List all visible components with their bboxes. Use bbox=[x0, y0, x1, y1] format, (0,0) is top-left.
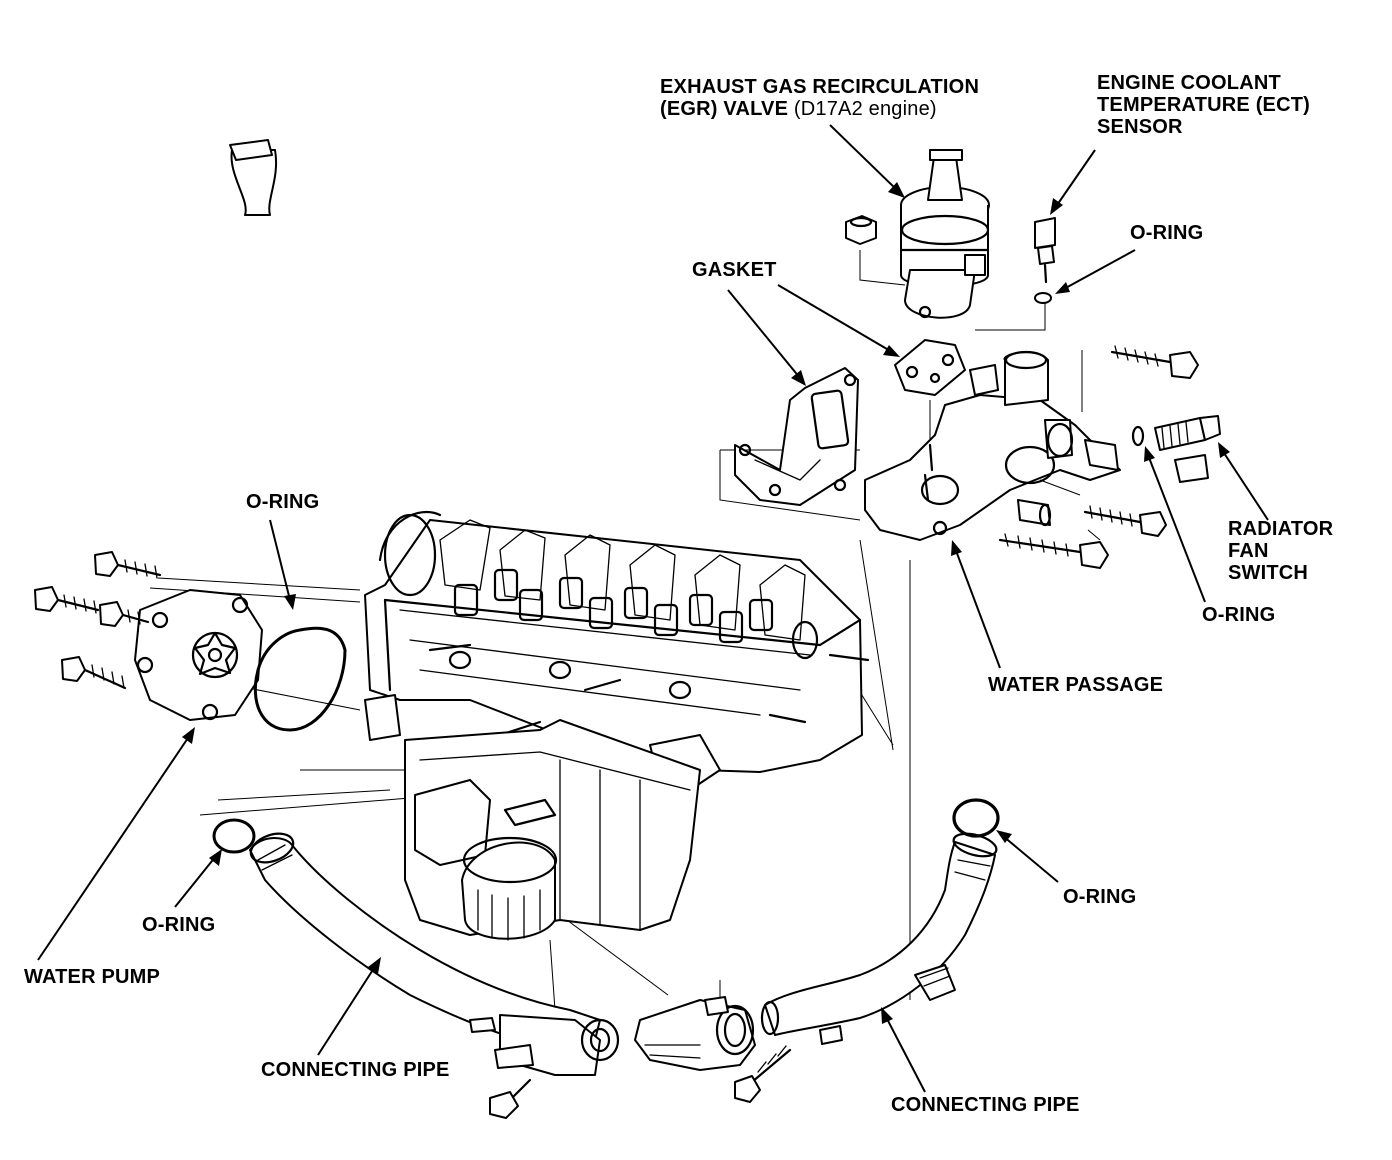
radiator-fan-switch-label: RADIATOR FAN SWITCH bbox=[1228, 518, 1333, 584]
egr-gasket bbox=[894, 339, 966, 396]
gasket-label: GASKET bbox=[692, 259, 777, 281]
thermostat-housing bbox=[634, 996, 756, 1071]
radiator-fan-switch bbox=[1131, 415, 1221, 483]
egr-label-line2-engine: (D17A2 engine) bbox=[788, 98, 937, 120]
connecting-pipe-left bbox=[249, 832, 620, 1119]
connecting-pipe-right bbox=[734, 832, 998, 1103]
water-pump-o-ring bbox=[253, 626, 347, 732]
radiator-label-line3: SWITCH bbox=[1228, 562, 1309, 584]
water-pump-label: WATER PUMP bbox=[24, 966, 161, 988]
o-ring-left-pipe-label: O-RING bbox=[142, 914, 216, 936]
ect-label-line2: TEMPERATURE (ECT) bbox=[1097, 94, 1311, 116]
ect-label-line1: ENGINE COOLANT bbox=[1097, 72, 1281, 94]
o-ring-radiator-label: O-RING bbox=[1202, 604, 1276, 626]
ect-sensor-label: ENGINE COOLANT TEMPERATURE (ECT) SENSOR bbox=[1097, 72, 1310, 138]
connecting-pipe-right-o-ring bbox=[952, 798, 1000, 838]
water-passage-housing bbox=[864, 350, 1121, 541]
radiator-label-line2: FAN bbox=[1228, 540, 1269, 562]
water-passage-label: WATER PASSAGE bbox=[988, 674, 1164, 696]
ect-sensor bbox=[1034, 217, 1056, 304]
engine-block bbox=[404, 719, 701, 941]
water-passage-bolts bbox=[998, 345, 1199, 569]
large-gasket bbox=[734, 367, 859, 506]
egr-label-line1: EXHAUST GAS RECIRCULATION bbox=[660, 76, 980, 98]
o-ring-water-pump-label: O-RING bbox=[246, 491, 320, 513]
connecting-pipe-left-o-ring bbox=[212, 818, 256, 854]
egr-valve-label: EXHAUST GAS RECIRCULATION (EGR) VALVE (D… bbox=[660, 76, 979, 120]
egr-label-line2-bold: (EGR) VALVE bbox=[660, 98, 789, 120]
connecting-pipe-left-label: CONNECTING PIPE bbox=[261, 1059, 450, 1081]
ect-label-line3: SENSOR bbox=[1097, 116, 1183, 138]
water-pump bbox=[134, 589, 263, 721]
egr-label-line2: (EGR) VALVE (D17A2 engine) bbox=[660, 98, 979, 120]
o-ring-right-pipe-label: O-RING bbox=[1063, 886, 1137, 908]
egr-nut bbox=[845, 215, 877, 245]
water-pump-bolts bbox=[34, 551, 162, 690]
o-ring-ect-label: O-RING bbox=[1130, 222, 1204, 244]
connecting-pipe-right-label: CONNECTING PIPE bbox=[891, 1094, 1080, 1116]
leader-lines bbox=[37, 124, 1269, 1093]
egr-valve bbox=[229, 139, 990, 319]
radiator-label-line1: RADIATOR bbox=[1228, 518, 1334, 540]
